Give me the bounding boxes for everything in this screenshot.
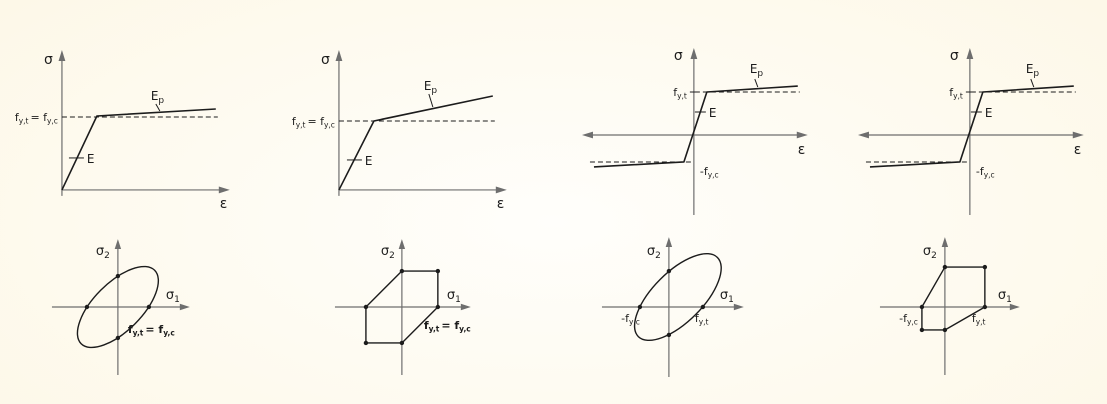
epsilon-label: ε	[220, 196, 228, 212]
sigma1-axis-arrow-icon	[179, 303, 190, 311]
stress-strain-chart-asymmetric-2: σ ε fy,t -fy,c E Ep	[858, 48, 1085, 215]
epsilon-label: ε	[497, 196, 505, 212]
hardening-modulus-label: Ep	[749, 62, 763, 79]
sigma-label: σ	[673, 48, 682, 64]
yield-point-dot	[84, 304, 90, 310]
yield-compression-label: -fy,c	[976, 165, 995, 179]
yield-equal-label: fy,t= fy,c	[15, 111, 58, 125]
von-mises-yield-ellipse	[76, 265, 160, 349]
yield-surface-von-mises-symmetric: σ2 σ1 fy,t= fy,c	[51, 239, 190, 375]
sigma2-label: σ2	[96, 244, 110, 261]
hardening-modulus-tick	[1030, 78, 1035, 88]
sigma-label: σ	[950, 48, 959, 64]
epsilon-axis-arrow-right-icon	[796, 131, 808, 139]
yield-tension-label: fy,t	[673, 86, 687, 100]
yield-point-dot	[115, 335, 121, 341]
hardening-modulus-label: Ep	[424, 79, 438, 96]
yield-point-dot	[982, 264, 988, 270]
yield-point-dot	[363, 340, 368, 346]
elastic-modulus-label: E	[708, 106, 716, 120]
yield-point-dot	[637, 304, 642, 310]
sigma-label: σ	[321, 52, 330, 68]
sigma2-axis-arrow-icon	[665, 237, 672, 248]
yield-surface-von-mises-asymmetric: σ2 σ1 -fy,c fy,t	[601, 237, 744, 377]
hardening-modulus-tick	[155, 103, 161, 112]
elastic-modulus-label: E	[985, 106, 993, 120]
panel-asymmetric-von-mises: σ ε fy,t -fy,c E Ep σ2 σ1 -fy,c fy,t	[554, 0, 831, 404]
sigma2-label: σ2	[923, 244, 937, 261]
yield-equal-label: fy,t= fy,c	[128, 323, 175, 337]
panel-symmetric-tresca: σ ε fy,t= fy,c E Ep σ2 σ1 fy,t= fy,c	[277, 0, 554, 404]
yield-point-dot	[146, 304, 152, 310]
sigma-axis-arrow-icon	[335, 50, 343, 62]
epsilon-axis-arrow-icon	[495, 186, 507, 194]
epsilon-axis-arrow-left-icon	[858, 131, 870, 139]
sigma-axis-arrow-icon	[58, 50, 66, 62]
yield-tension-label: fy,t	[694, 312, 708, 326]
elastic-modulus-label: E	[365, 154, 373, 168]
yield-tension-label: fy,t	[972, 312, 986, 326]
yield-surface-tresca-asymmetric: σ2 σ1 -fy,c fy,t	[880, 237, 1021, 375]
sigma1-label: σ1	[447, 288, 461, 305]
stress-strain-curve	[593, 85, 798, 168]
yield-surface-tresca-symmetric: σ2 σ1 fy,t= fy,c	[334, 239, 471, 375]
sigma1-label: σ1	[719, 288, 733, 305]
panel-symmetric-von-mises: σ ε fy,t= fy,c E Ep σ2 σ1 fy,t= fy,c	[0, 0, 277, 404]
yield-point-dot	[399, 340, 404, 346]
yield-compression-label: -fy,c	[699, 165, 718, 179]
sigma-axis-arrow-icon	[966, 48, 974, 60]
hardening-modulus-label: Ep	[151, 89, 165, 106]
stress-strain-curve	[337, 95, 493, 191]
sigma2-label: σ2	[381, 244, 395, 261]
yield-point-dot	[942, 327, 948, 333]
sigma2-label: σ2	[646, 244, 660, 261]
stress-strain-chart-symmetric-2: σ ε fy,t= fy,c E Ep	[292, 50, 507, 212]
hardening-modulus-label: Ep	[1026, 62, 1040, 79]
epsilon-label: ε	[797, 142, 805, 158]
yield-point-dot	[399, 268, 404, 274]
stress-strain-curve	[870, 85, 1075, 168]
epsilon-label: ε	[1074, 142, 1082, 158]
yield-point-dot	[115, 273, 121, 279]
yield-point-dot	[919, 304, 925, 310]
epsilon-axis-arrow-left-icon	[581, 131, 593, 139]
sigma-label: σ	[44, 52, 53, 68]
sigma1-label: σ1	[998, 288, 1012, 305]
epsilon-axis-arrow-right-icon	[1073, 131, 1085, 139]
elastic-modulus-label: E	[87, 152, 95, 166]
yield-compression-label: -fy,c	[899, 312, 918, 326]
sigma1-axis-arrow-icon	[733, 303, 744, 311]
yield-point-dot	[666, 268, 671, 274]
sigma1-axis-arrow-icon	[460, 303, 471, 311]
hardening-modulus-tick	[753, 78, 758, 88]
sigma2-axis-arrow-icon	[114, 239, 122, 250]
yield-compression-label: -fy,c	[621, 312, 640, 326]
yield-point-dot	[982, 304, 988, 310]
yield-tension-label: fy,t	[950, 86, 964, 100]
yield-equal-label: fy,t= fy,c	[424, 319, 471, 333]
stress-strain-curve	[61, 108, 216, 191]
sigma-axis-arrow-icon	[689, 48, 697, 60]
sigma2-axis-arrow-icon	[398, 239, 405, 250]
yield-point-dot	[919, 327, 925, 333]
von-mises-yield-ellipse	[633, 252, 722, 342]
sigma2-axis-arrow-icon	[941, 237, 949, 248]
sigma1-axis-arrow-icon	[1010, 303, 1021, 311]
yield-point-dot	[363, 304, 368, 310]
sigma1-label: σ1	[166, 288, 180, 305]
yield-point-dot	[700, 304, 705, 310]
yield-point-dot	[435, 304, 440, 310]
yield-point-dot	[942, 264, 948, 270]
yield-point-dot	[435, 268, 440, 274]
yield-equal-label: fy,t= fy,c	[292, 115, 335, 129]
stress-strain-chart-asymmetric-1: σ ε fy,t -fy,c E Ep	[581, 48, 808, 215]
hardening-modulus-tick	[428, 93, 434, 108]
panel-asymmetric-tresca: σ ε fy,t -fy,c E Ep σ2 σ1 -fy,c fy,t	[830, 0, 1107, 404]
epsilon-axis-arrow-icon	[218, 186, 230, 194]
yield-point-dot	[666, 332, 671, 338]
stress-strain-chart-symmetric-1: σ ε fy,t= fy,c E Ep	[15, 50, 230, 212]
